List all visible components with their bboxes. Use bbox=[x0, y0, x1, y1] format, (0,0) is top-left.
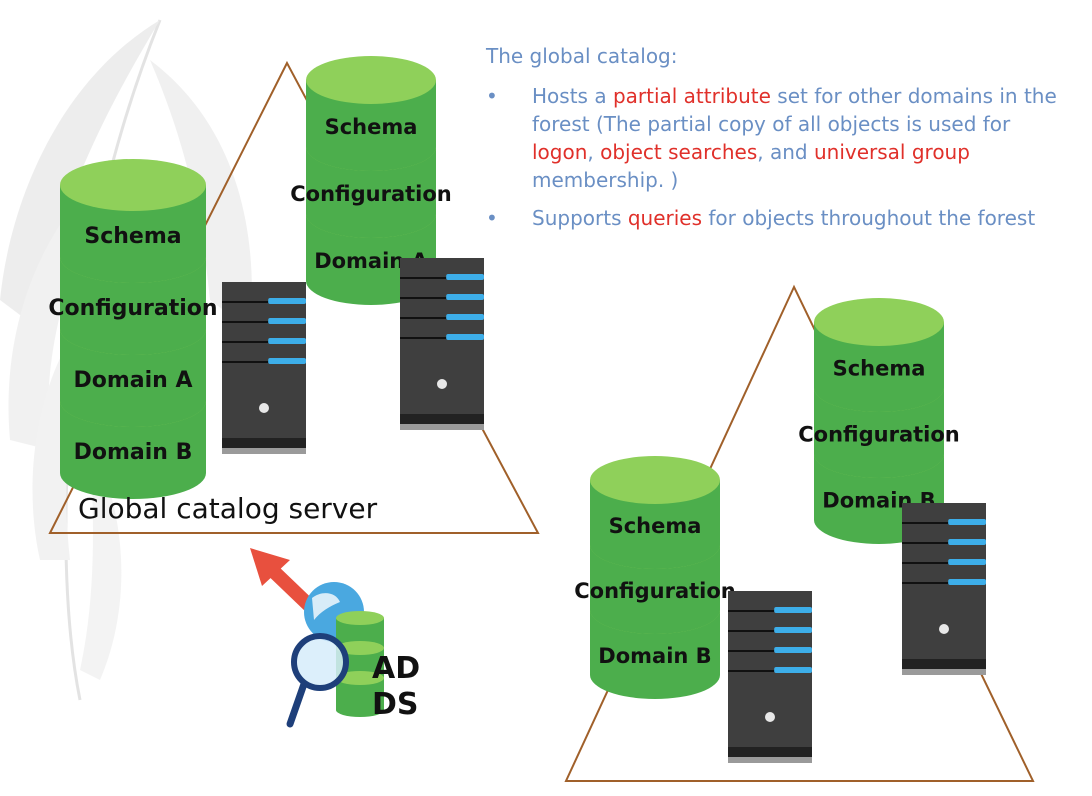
gc-server-icon bbox=[222, 282, 306, 454]
site-b-left-server-icon bbox=[728, 591, 812, 763]
b1-highlight-2: logon bbox=[532, 140, 588, 164]
magnifier-icon bbox=[286, 633, 349, 728]
site-a-server-icon bbox=[400, 258, 484, 430]
b1-text-2: set for other domains in the forest (The… bbox=[532, 84, 1057, 136]
database-label: Domain A bbox=[73, 368, 192, 393]
b1-highlight-4: universal group bbox=[813, 140, 970, 164]
adds-icon-group: AD DS bbox=[250, 548, 420, 728]
b2-text-1: Supports bbox=[532, 206, 628, 230]
site-b-left-database-stack: Domain B Configuration Schema bbox=[574, 456, 736, 699]
database-label: Schema bbox=[609, 514, 702, 538]
database-disc bbox=[60, 159, 206, 283]
database-label: Schema bbox=[325, 115, 418, 139]
database-label: Configuration bbox=[290, 182, 451, 206]
b1-text-5: membership. ) bbox=[532, 168, 679, 192]
database-label: Schema bbox=[833, 357, 926, 381]
database-label: Configuration bbox=[798, 423, 959, 447]
database-disc bbox=[306, 56, 436, 171]
info-bullet-1: Hosts a partial attribute set for other … bbox=[486, 82, 1066, 194]
adds-label-line1: AD bbox=[372, 651, 420, 686]
info-bullet-2: Supports queries for objects throughout … bbox=[486, 204, 1066, 232]
database-label: Schema bbox=[84, 224, 181, 249]
database-label: Domain B bbox=[598, 644, 711, 668]
b1-highlight-1: partial attribute bbox=[612, 84, 771, 108]
adds-label-line2: DS bbox=[372, 687, 419, 722]
b2-highlight-1: queries bbox=[627, 206, 703, 230]
b2-text-2: for objects throughout the forest bbox=[702, 206, 1036, 230]
b1-highlight-3: object searches bbox=[600, 140, 758, 164]
gc-database-stack: Domain B Domain A Configuration Schema bbox=[48, 159, 218, 499]
database-label: Configuration bbox=[48, 296, 217, 321]
site-b-right-server-icon bbox=[902, 503, 986, 675]
database-disc bbox=[814, 298, 944, 412]
b1-text-3: , bbox=[587, 140, 601, 164]
database-label: Domain B bbox=[74, 440, 193, 465]
b1-text-1: Hosts a bbox=[532, 84, 613, 108]
database-label: Configuration bbox=[574, 579, 735, 603]
b1-text-4: , and bbox=[757, 140, 814, 164]
info-bullets: Hosts a partial attribute set for other … bbox=[486, 82, 1066, 232]
global-catalog-info: The global catalog: Hosts a partial attr… bbox=[486, 44, 1066, 242]
gc-caption: Global catalog server bbox=[78, 492, 378, 525]
database-icon bbox=[336, 611, 384, 717]
info-title: The global catalog: bbox=[486, 44, 678, 68]
database-disc bbox=[590, 456, 720, 569]
